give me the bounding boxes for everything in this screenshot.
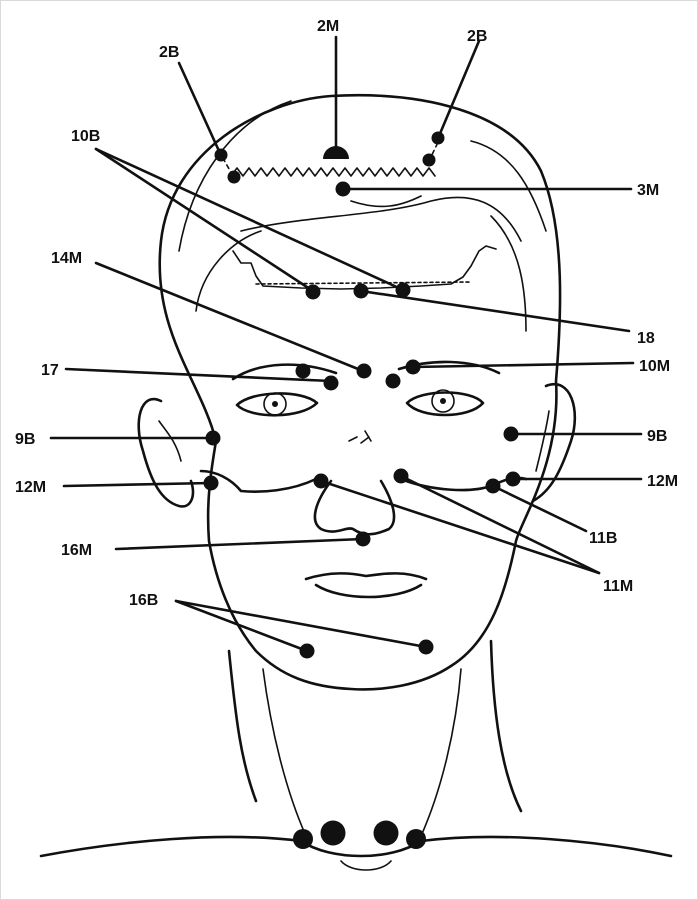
label-2b-left: 2B	[159, 44, 179, 61]
ear-left	[137, 397, 195, 508]
hair-swoop-2	[350, 195, 422, 208]
point-neck-inner-left	[320, 820, 346, 846]
cheek-band-left	[199, 469, 318, 493]
leader-11m-b	[399, 474, 601, 575]
ear-left-inner	[158, 420, 182, 462]
label-11m: 11M	[603, 578, 633, 595]
head-outline	[158, 94, 562, 691]
label-2b-right: 2B	[467, 28, 487, 45]
hair-right-edge	[470, 140, 547, 232]
point-12m-right	[505, 471, 521, 487]
forehead-band-ticks	[255, 281, 472, 285]
point-11m-left	[313, 473, 329, 489]
point-2m	[323, 146, 349, 159]
point-3m	[335, 181, 351, 197]
leader-10b-b	[94, 147, 403, 291]
label-14m: 14M	[51, 250, 82, 267]
point-12m-left	[203, 475, 219, 491]
point-neck-inner-right	[373, 820, 399, 846]
ear-right-inner	[535, 410, 550, 472]
neck-muscle-left	[262, 668, 307, 837]
eye-right-outline	[405, 391, 485, 417]
point-16b-left	[299, 643, 315, 659]
point-17-upper	[295, 363, 311, 379]
point-16m	[355, 531, 371, 547]
point-10b-left	[305, 284, 321, 300]
ear-right	[531, 383, 577, 503]
point-2b-left-lower	[227, 170, 241, 184]
leader-16m	[114, 537, 365, 551]
eye-right-iris	[431, 389, 455, 413]
neck-muscle-right	[420, 668, 462, 837]
neck-right	[489, 639, 523, 813]
point-neck-outer-right	[406, 829, 426, 849]
label-18: 18	[637, 330, 655, 347]
label-2m: 2M	[317, 18, 339, 35]
eyebrow-left	[231, 363, 338, 381]
point-9b-left	[205, 430, 221, 446]
label-17: 17	[41, 362, 59, 379]
point-2b-left-upper	[214, 148, 228, 162]
label-10b: 10B	[71, 128, 100, 145]
point-10b-right	[395, 282, 411, 298]
leader-10b-a	[94, 147, 315, 293]
point-neck-outer-left	[293, 829, 313, 849]
eye-left-pupil	[272, 401, 278, 407]
neck-left	[227, 649, 258, 803]
leader-16b-a	[174, 599, 309, 653]
leader-17	[64, 367, 333, 383]
point-16b-right	[418, 639, 434, 655]
point-14m	[356, 363, 372, 379]
leader-12m-left	[62, 481, 213, 488]
leader-2b-right	[437, 39, 481, 138]
top-zigzag	[230, 167, 436, 177]
leader-10m	[411, 361, 635, 369]
leader-18	[359, 289, 631, 333]
label-9b-left: 9B	[15, 431, 35, 448]
collar-notch	[340, 860, 392, 871]
leader-14m	[94, 261, 365, 373]
leader-11b	[491, 484, 588, 533]
point-2b-right-upper	[431, 131, 445, 145]
point-11b	[485, 478, 501, 494]
label-9b-right: 9B	[647, 428, 667, 445]
leader-11m-a	[319, 479, 601, 575]
label-11b: 11B	[589, 530, 617, 547]
leader-16b-b	[174, 599, 428, 649]
nose-bridge-marks	[348, 430, 372, 444]
hair-right-edge-2	[490, 215, 527, 332]
eye-left-iris	[263, 392, 287, 416]
eye-left-outline	[235, 392, 319, 417]
label-3m: 3M	[637, 182, 659, 199]
mouth-upper	[304, 572, 428, 581]
point-9b-right	[503, 426, 519, 442]
label-10m: 10M	[639, 358, 670, 375]
label-12m-right: 12M	[647, 473, 678, 490]
leader-2b-left	[177, 61, 221, 153]
temple-left	[195, 230, 262, 312]
label-12m-left: 12M	[15, 479, 46, 496]
collar-line	[39, 835, 673, 858]
point-2b-right-lower	[422, 153, 436, 167]
eye-right-pupil	[440, 398, 446, 404]
point-10m-lower	[385, 373, 401, 389]
point-17-lower	[323, 375, 339, 391]
forehead-band	[232, 245, 497, 290]
point-10m-upper	[405, 359, 421, 375]
nose-outline	[313, 479, 396, 536]
mouth-lower	[314, 583, 423, 599]
label-16m: 16M	[61, 542, 92, 559]
point-11m-right	[393, 468, 409, 484]
point-18	[353, 283, 369, 299]
label-16b: 16B	[129, 592, 158, 609]
hair-swoop	[240, 196, 522, 242]
